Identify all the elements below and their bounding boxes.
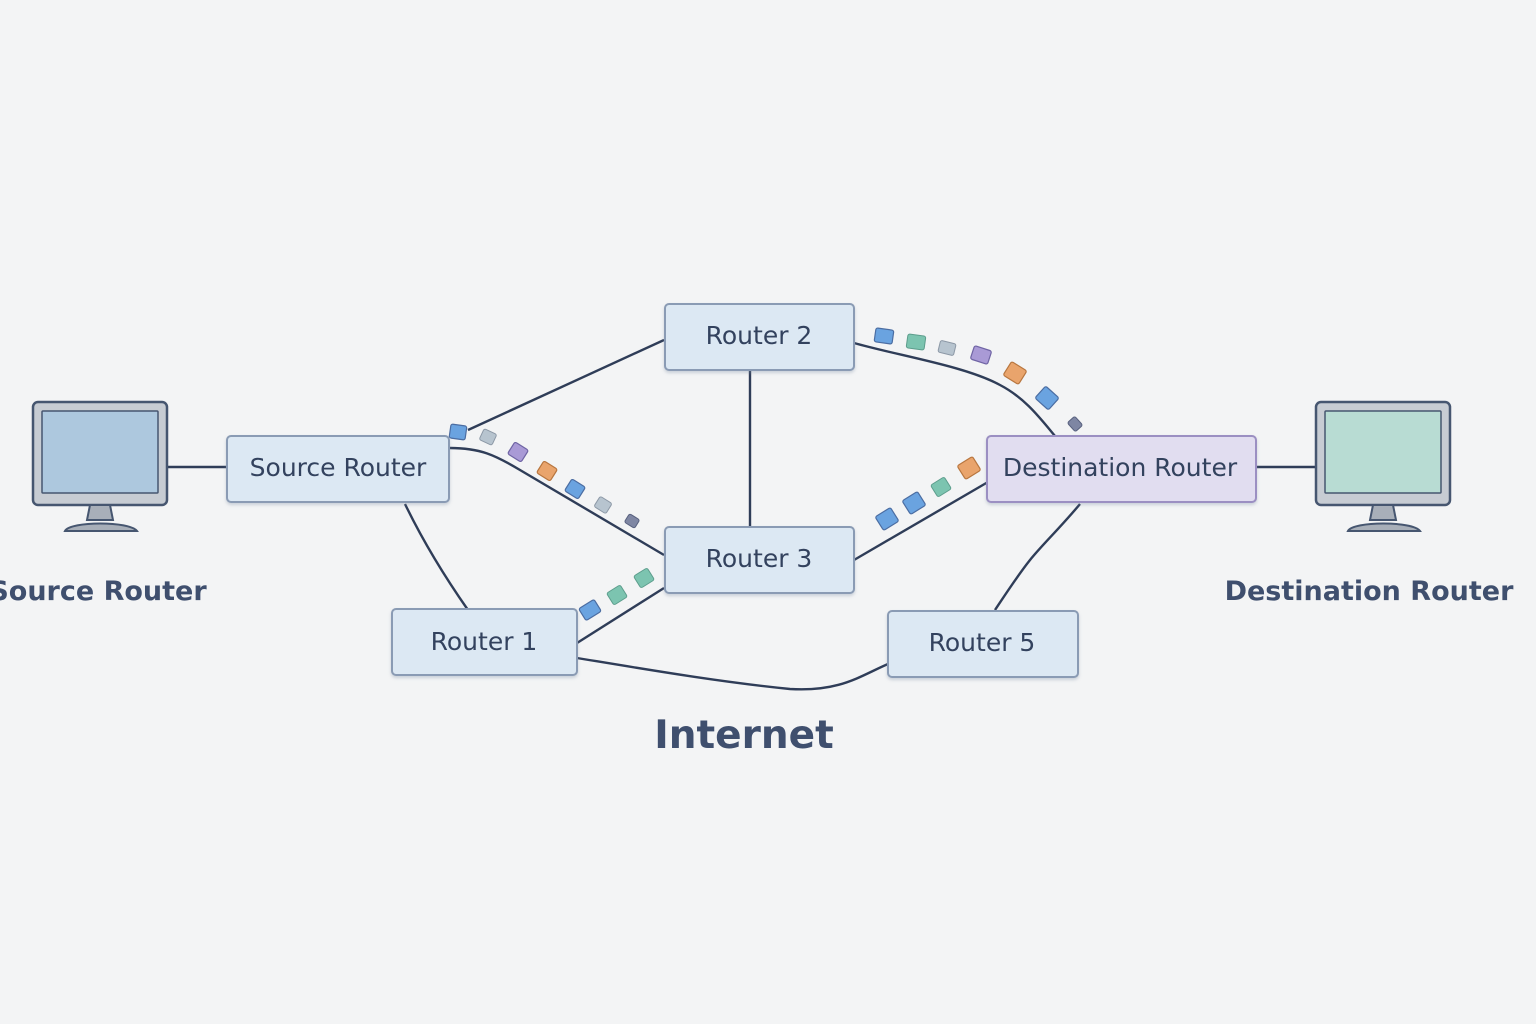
node-router-5-label: Router 5 — [929, 628, 1036, 657]
packet-blue — [1035, 386, 1059, 410]
packet-trail-source-to-router-3 — [448, 423, 640, 529]
source-computer-icon — [31, 400, 169, 532]
packet-green — [930, 477, 952, 497]
link-destination-router-to-router-5 — [994, 503, 1081, 611]
node-router-3[interactable]: Router 3 — [664, 526, 855, 594]
node-router-2-label: Router 2 — [706, 321, 813, 350]
packet-orange — [957, 456, 981, 480]
node-destination-router-label: Destination Router — [1003, 453, 1238, 482]
packet-blue — [578, 599, 602, 621]
node-source-router-label: Source Router — [250, 453, 427, 482]
packet-orange — [536, 460, 558, 482]
packet-green — [606, 585, 628, 605]
packet-trail-router-1-to-router-3 — [578, 568, 655, 621]
node-source-router[interactable]: Source Router — [226, 435, 450, 503]
destination-computer-icon — [1314, 400, 1452, 532]
packet-orange — [1003, 361, 1027, 385]
network-links — [167, 338, 1316, 691]
packet-slate — [1067, 416, 1083, 432]
packet-slate — [624, 513, 640, 529]
packet-green — [633, 568, 655, 588]
packet-gray — [937, 340, 957, 356]
link-source-router-to-router-3 — [449, 446, 665, 557]
node-router-3-label: Router 3 — [706, 544, 813, 573]
packet-blue — [875, 507, 899, 531]
packet-gray — [594, 496, 612, 514]
packet-blue — [564, 478, 586, 500]
packet-blue — [448, 423, 468, 441]
packet-blue — [873, 327, 895, 345]
packet-trail-router-2-to-destination — [873, 327, 1083, 432]
link-source-router-to-router-2 — [467, 338, 665, 432]
node-router-1[interactable]: Router 1 — [391, 608, 578, 676]
link-source-router-to-router-1 — [403, 503, 469, 611]
internet-caption: Internet — [654, 713, 833, 758]
node-router-1-label: Router 1 — [431, 627, 538, 656]
packet-gray — [479, 428, 497, 446]
node-router-5[interactable]: Router 5 — [887, 610, 1079, 678]
node-router-2[interactable]: Router 2 — [664, 303, 855, 371]
node-destination-router[interactable]: Destination Router — [986, 435, 1257, 503]
link-router-3-to-destination-router — [853, 480, 989, 562]
packet-purple — [507, 441, 529, 463]
packet-purple — [970, 345, 992, 365]
packet-green — [905, 333, 927, 351]
destination-computer-caption: Destination Router — [1225, 576, 1515, 607]
link-router-1-to-router-5 — [576, 656, 889, 691]
link-router-1-to-router-3 — [576, 586, 665, 645]
packet-trail-router-3-to-destination — [875, 456, 981, 531]
source-computer-caption: Source Router — [0, 576, 207, 607]
packet-blue — [902, 491, 926, 515]
link-router-2-to-destination-router — [853, 341, 1056, 437]
